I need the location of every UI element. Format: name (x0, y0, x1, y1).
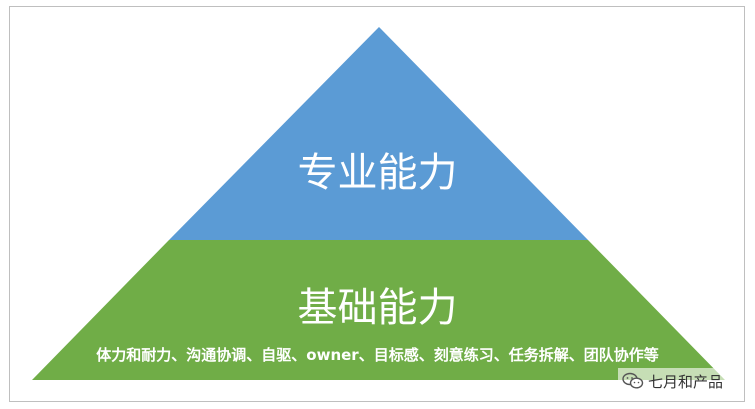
pyramid-top-tier (169, 27, 588, 240)
wechat-icon (622, 372, 644, 389)
watermark: 七月和产品 (618, 368, 728, 394)
top-tier-label: 专业能力 (297, 150, 458, 196)
bottom-tier-description: 体力和耐力、沟通协调、自驱、owner、目标感、刻意练习、任务拆解、团队协作等 (96, 346, 659, 364)
bottom-tier-label: 基础能力 (297, 285, 458, 331)
watermark-text: 七月和产品 (648, 372, 724, 391)
pyramid-bottom-tier (32, 240, 725, 380)
